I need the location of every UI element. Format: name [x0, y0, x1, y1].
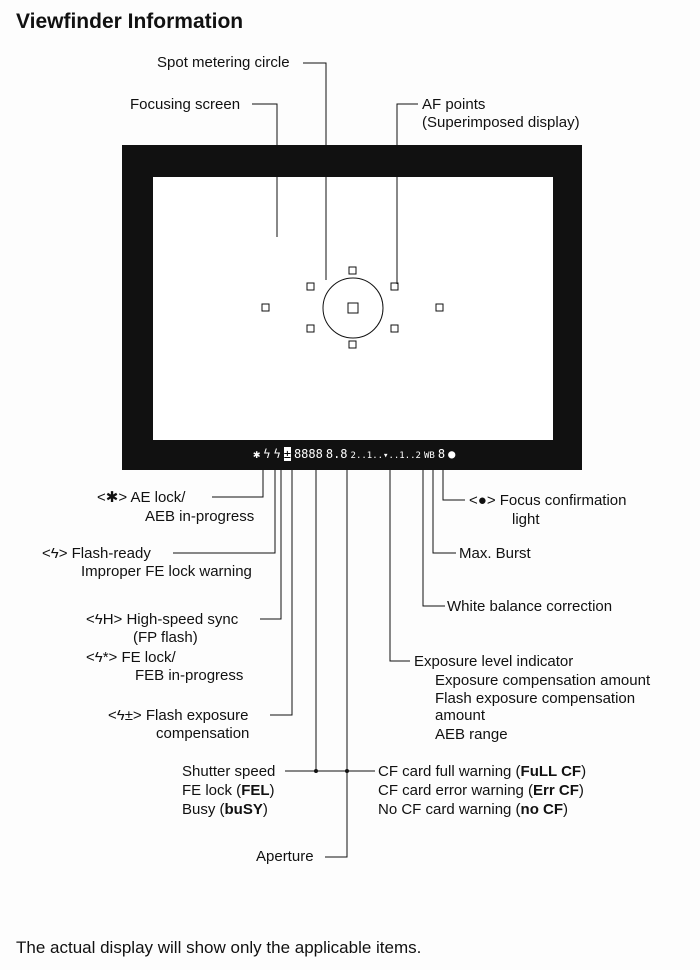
wb-icon: WB	[423, 451, 435, 461]
shutter-digits: 8888	[293, 447, 323, 461]
label-spot-metering: Spot metering circle	[157, 54, 290, 71]
label-no-cf: No CF card warning (no CF)	[378, 801, 569, 818]
label-flash-exp-comp: Flash exposure compensation	[435, 690, 636, 707]
label-fe-lock: <ϟ*> FE lock/	[86, 649, 176, 666]
label-fel: FE lock (FEL)	[182, 782, 275, 799]
burst-digit: 8	[437, 447, 446, 461]
af-points	[261, 266, 444, 349]
hss-symbol: <ϟH>	[86, 611, 123, 628]
label-focusing-screen: Focusing screen	[130, 96, 241, 113]
label-flash-ready-2: Improper FE lock warning	[81, 563, 252, 580]
label-busy: Busy (buSY)	[182, 801, 268, 818]
label-focus-confirm: <●> Focus confirmation	[469, 492, 627, 509]
fec-icon: ±	[283, 447, 291, 461]
ae-lock-icon: ✱	[253, 447, 261, 461]
flash-symbol: <ϟ>	[42, 545, 68, 562]
spot-metering-circle	[322, 277, 384, 339]
label-focus-confirm-2: light	[512, 511, 540, 528]
label-flash-exp-comp-2: amount	[435, 707, 486, 724]
label-af-points: AF points	[422, 96, 486, 113]
focus-dot-icon: ●	[448, 447, 456, 461]
label-af-points-sub: (Superimposed display)	[422, 114, 580, 131]
page-title: Viewfinder Information	[16, 10, 244, 33]
focus-dot-symbol: <●>	[469, 492, 496, 509]
label-fec: <ϟ±> Flash exposure	[108, 707, 249, 724]
label-aeb-range: AEB range	[435, 726, 508, 743]
label-max-burst: Max. Burst	[459, 545, 531, 562]
label-cf-full: CF card full warning (FuLL CF)	[378, 763, 587, 780]
label-hss: <ϟH> High-speed sync	[86, 611, 239, 628]
ae-lock-symbol: <✱>	[97, 489, 128, 506]
label-hss-2: (FP flash)	[133, 629, 198, 646]
fe-lock-symbol: <ϟ*>	[86, 649, 118, 666]
fec-symbol: <ϟ±>	[108, 707, 142, 724]
label-wb-correction: White balance correction	[447, 598, 613, 615]
label-shutter-speed: Shutter speed	[182, 763, 276, 780]
exposure-scale: 2..1..▾..1..2	[350, 451, 421, 461]
flash-icon: ϟ	[263, 447, 271, 461]
label-cf-error: CF card error warning (Err CF)	[378, 782, 584, 799]
label-flash-ready: <ϟ> Flash-ready	[42, 545, 151, 562]
aperture-digits: 8.8	[325, 447, 348, 461]
label-fe-lock-2: FEB in-progress	[135, 667, 244, 684]
label-ae-lock-2: AEB in-progress	[145, 508, 255, 525]
label-exposure-level: Exposure level indicator	[414, 653, 574, 670]
hss-icon: ϟ	[273, 447, 281, 461]
label-aperture: Aperture	[256, 848, 314, 865]
label-ae-lock: <✱> AE lock/	[97, 489, 186, 506]
label-exp-comp: Exposure compensation amount	[435, 672, 651, 689]
footer-note: The actual display will show only the ap…	[16, 938, 422, 957]
label-fec-2: compensation	[156, 725, 250, 742]
